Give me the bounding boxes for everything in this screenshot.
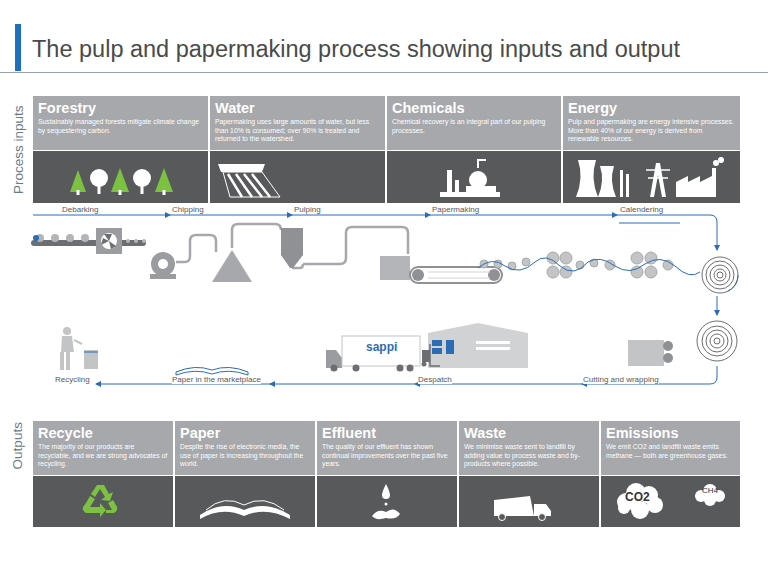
step-label: Calendering bbox=[620, 206, 663, 214]
panel-heading: Water bbox=[215, 99, 380, 117]
info-panel: EmissionsWe emit CO2 and landfill waste … bbox=[601, 421, 740, 475]
step-label: Pulping bbox=[294, 206, 321, 214]
info-panel: ChemicalsChemical recovery is an integra… bbox=[387, 96, 561, 150]
panel-body: Chemical recovery is an integral part of… bbox=[392, 118, 556, 135]
panel-heading: Forestry bbox=[38, 99, 203, 117]
gas-label: CH4 bbox=[702, 487, 718, 495]
step-label: Cutting and wrapping bbox=[583, 376, 659, 384]
info-panel: PaperDespite the rise of electronic medi… bbox=[175, 421, 315, 475]
step-label: Debarking bbox=[62, 206, 98, 214]
panel-heading: Recycle bbox=[38, 424, 168, 442]
step-label: Papermaking bbox=[432, 206, 479, 214]
info-panel: RecycleThe majority of our products are … bbox=[33, 421, 173, 475]
panel-heading: Effluent bbox=[322, 424, 452, 442]
side-label: Outputs bbox=[11, 422, 25, 469]
info-panel: EffluentThe quality of our effluent has … bbox=[317, 421, 457, 475]
panel-body: The majority of our products are recycla… bbox=[38, 443, 168, 469]
info-panel: ForestrySustainably managed forests miti… bbox=[33, 96, 208, 150]
side-label: Process inputs bbox=[11, 106, 25, 195]
step-label: Despatch bbox=[418, 376, 452, 384]
panel-body: Despite the rise of electronic media, th… bbox=[180, 443, 310, 469]
step-label: Chipping bbox=[172, 206, 204, 214]
info-panel: WaterPapermaking uses large amounts of w… bbox=[210, 96, 385, 150]
panel-body: Papermaking uses large amounts of water,… bbox=[215, 118, 380, 144]
panel-heading: Chemicals bbox=[392, 99, 556, 117]
panel-body: We emit CO2 and landfill waste emits met… bbox=[606, 443, 735, 460]
panel-heading: Emissions bbox=[606, 424, 735, 442]
panel-heading: Paper bbox=[180, 424, 310, 442]
info-panel: EnergyPulp and papermaking are energy in… bbox=[563, 96, 740, 150]
panel-body: We minimise waste sent to landfill by ad… bbox=[464, 443, 594, 469]
info-panel: WasteWe minimise waste sent to landfill … bbox=[459, 421, 599, 475]
step-label: Paper in the marketplace bbox=[172, 376, 261, 384]
panel-body: The quality of our effluent has shown co… bbox=[322, 443, 452, 469]
step-label: Recycling bbox=[55, 376, 90, 384]
panel-body: Pulp and papermaking are energy intensiv… bbox=[568, 118, 735, 144]
panel-body: Sustainably managed forests mitigate cli… bbox=[38, 118, 203, 135]
panel-heading: Energy bbox=[568, 99, 735, 117]
panel-heading: Waste bbox=[464, 424, 594, 442]
gas-label: CO2 bbox=[625, 491, 650, 503]
diagram-title: The pulp and papermaking process showing… bbox=[32, 36, 680, 63]
truck-logo: sappi bbox=[366, 341, 397, 353]
